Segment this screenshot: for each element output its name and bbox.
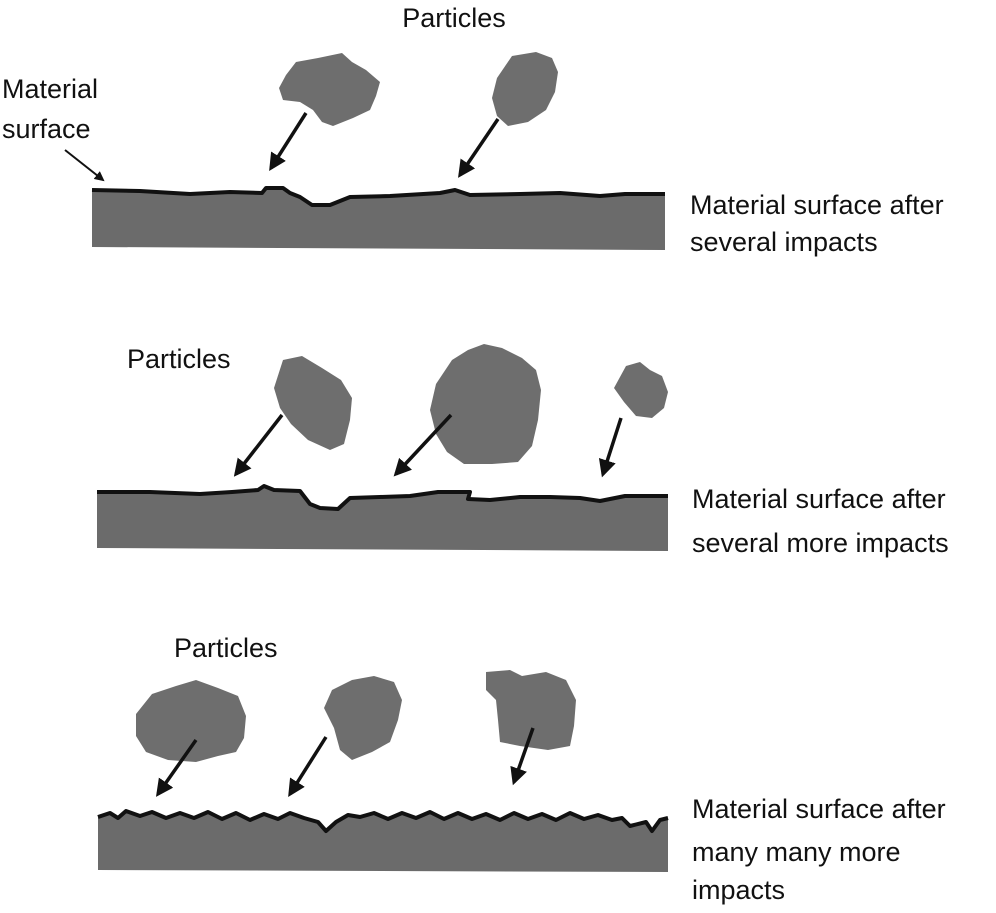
caption-line1: Material surface after (690, 190, 944, 220)
surface-edge (97, 484, 668, 511)
particles-label: Particles (402, 3, 506, 33)
impact-arrow (510, 727, 535, 786)
material-label-line2: surface (2, 114, 91, 144)
impact-arrow (288, 736, 328, 797)
caption-line2: many many more (692, 837, 901, 867)
caption-line3: impacts (692, 875, 785, 905)
particle (324, 676, 402, 760)
particle (274, 356, 352, 450)
material-pointer-arrow (64, 149, 105, 182)
particles-label: Particles (174, 633, 278, 663)
surface-edge (91, 186, 665, 207)
particle (614, 362, 668, 418)
panel-2: Particles Material surface after several… (97, 344, 949, 558)
particle (279, 53, 380, 126)
material-block (98, 811, 668, 872)
impact-arrow (393, 413, 453, 477)
caption-line1: Material surface after (692, 794, 946, 824)
material-block (92, 188, 665, 250)
caption-line2: several more impacts (692, 528, 949, 558)
material-label-line1: Material (2, 74, 98, 104)
impact-arrow (458, 118, 500, 178)
particle (136, 680, 246, 762)
impact-arrow (269, 112, 308, 171)
material-block (97, 486, 668, 551)
particles-label: Particles (127, 344, 231, 374)
impact-arrow (598, 417, 623, 478)
panel-1: Particles Material surface Material surf… (2, 3, 944, 257)
particle (430, 344, 541, 464)
caption-line1: Material surface after (692, 484, 946, 514)
impact-arrow (233, 413, 284, 477)
particle (492, 52, 558, 126)
impact-arrow (155, 738, 198, 797)
caption-line2: several impacts (690, 227, 878, 257)
panel-3: Particles Material surface after many ma… (97, 633, 946, 905)
particle (486, 670, 576, 750)
surface-edge (97, 809, 669, 833)
